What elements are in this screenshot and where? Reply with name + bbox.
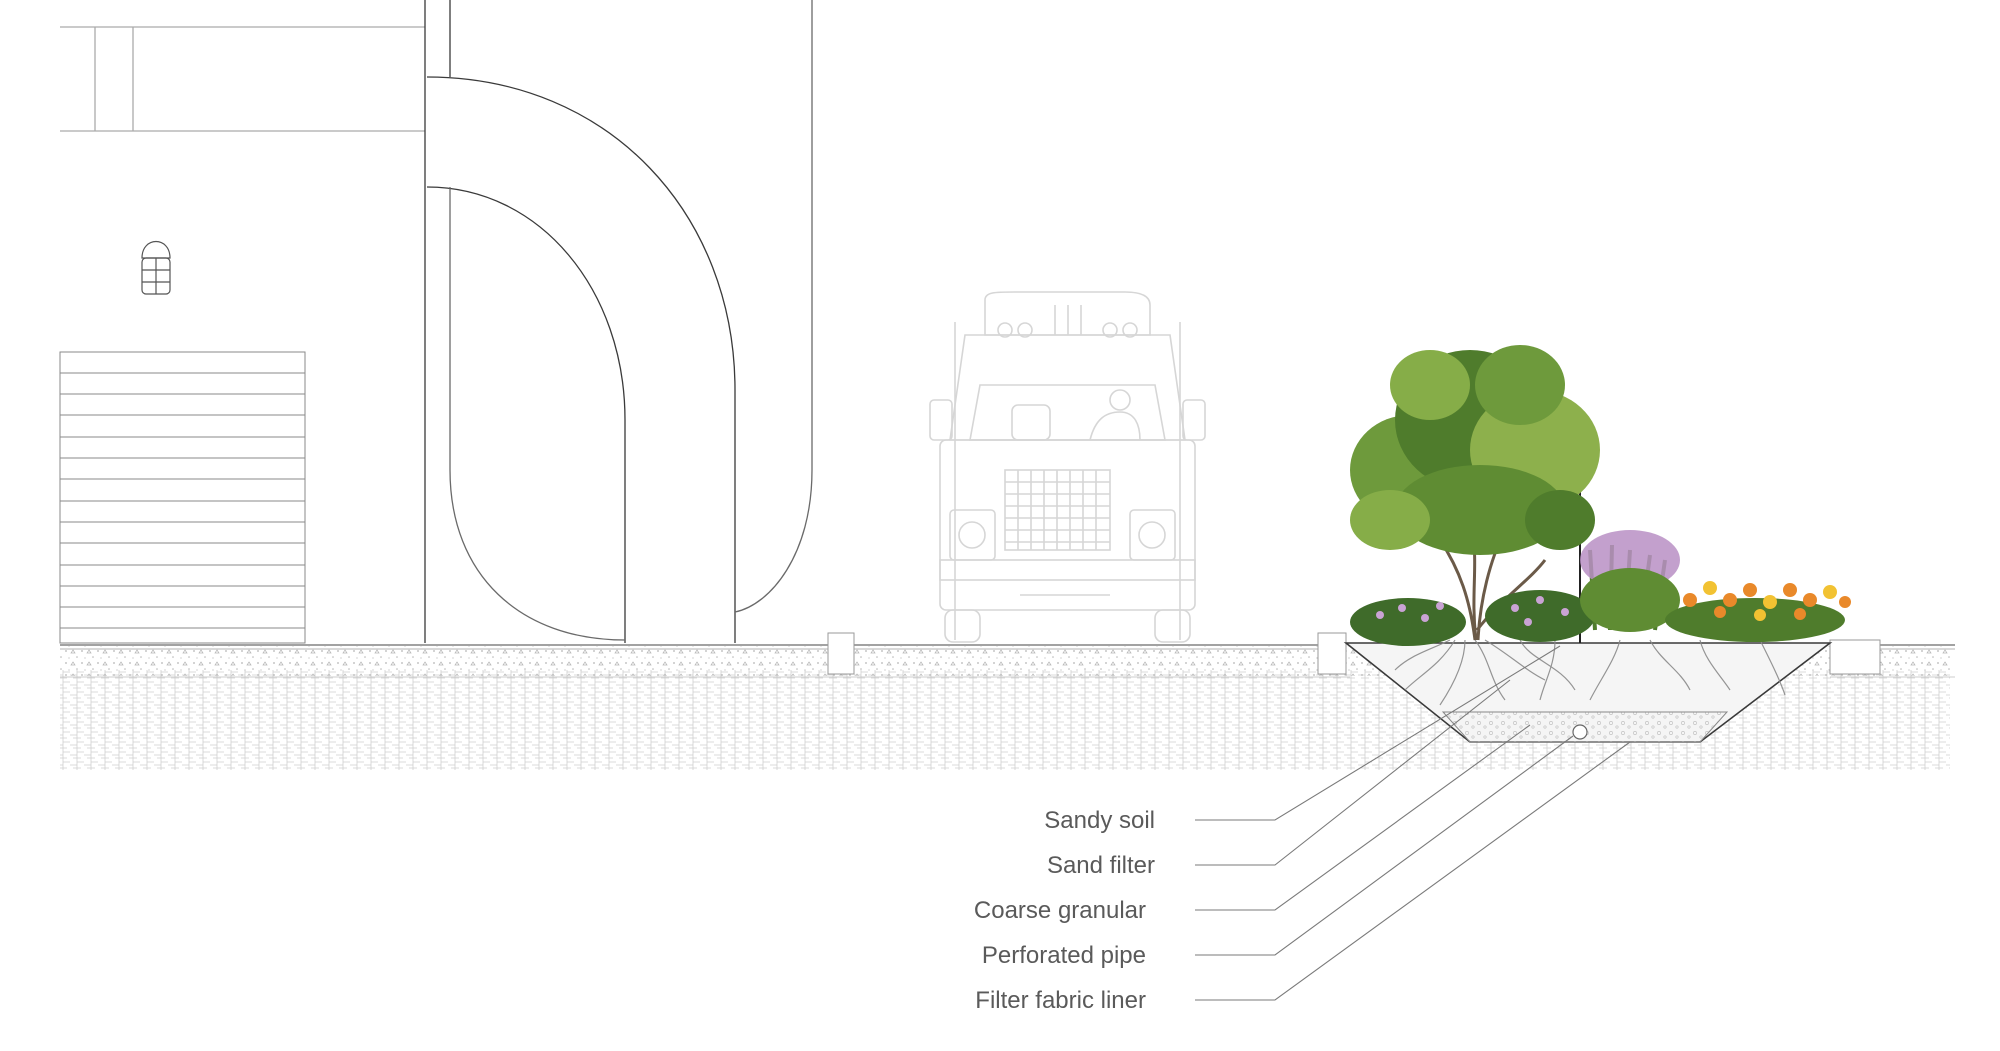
leader-sandy-soil bbox=[1195, 645, 1561, 821]
wall-lamp-icon bbox=[141, 241, 171, 295]
leader-perforated-pipe bbox=[1195, 735, 1574, 956]
leader-coarse-granular bbox=[1195, 724, 1531, 911]
building bbox=[59, 0, 813, 644]
leader-lines bbox=[1195, 645, 1631, 1001]
garage-door bbox=[59, 351, 306, 644]
roots bbox=[1394, 639, 1786, 706]
label-coarse-granular: Coarse granular bbox=[973, 897, 1146, 924]
flowers-icon bbox=[1580, 530, 1851, 642]
leader-filter-fabric-liner bbox=[1195, 741, 1631, 1001]
label-filter-fabric-liner: Filter fabric liner bbox=[975, 987, 1146, 1014]
tree-icon bbox=[1350, 345, 1600, 641]
bioswale bbox=[1343, 425, 1833, 743]
driver-icon bbox=[1089, 389, 1141, 441]
label-sandy-soil: Sandy soil bbox=[1044, 807, 1155, 834]
label-sand-filter: Sand filter bbox=[1046, 852, 1155, 879]
truck-icon bbox=[929, 291, 1206, 643]
label-perforated-pipe: Perforated pipe bbox=[981, 942, 1146, 969]
shrub-icon bbox=[1350, 590, 1595, 646]
pipe-icon bbox=[1572, 724, 1588, 740]
leader-sand-filter bbox=[1195, 679, 1511, 866]
